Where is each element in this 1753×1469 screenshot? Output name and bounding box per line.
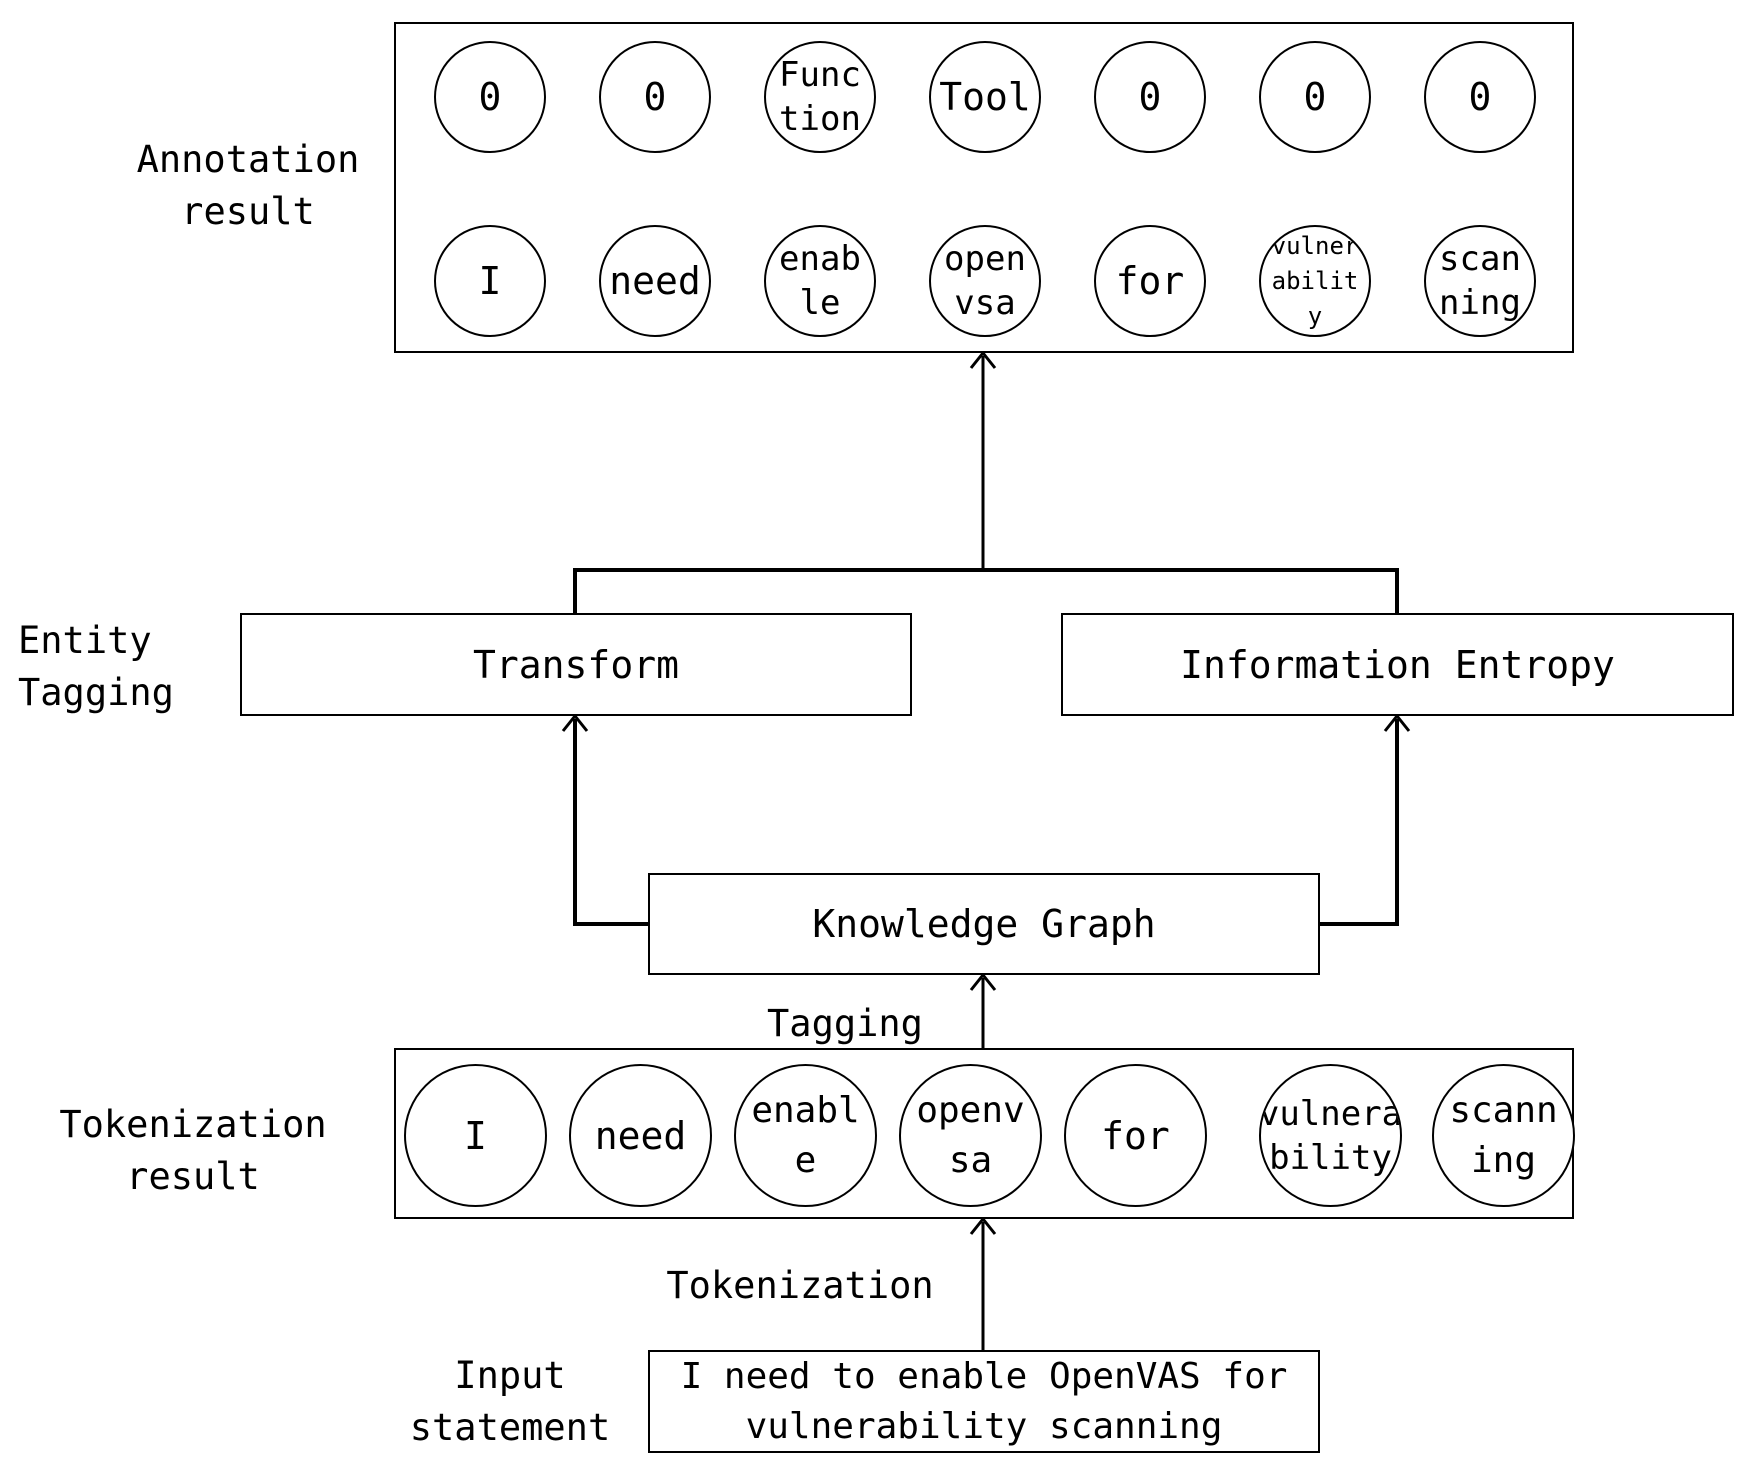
- annotation-word-circle: enab le: [764, 225, 876, 337]
- token-circle: openv sa: [899, 1064, 1042, 1207]
- annotation-word-circle: I: [434, 225, 546, 337]
- tagging-edge-label: Tagging: [767, 1002, 923, 1045]
- annotation-result-label: Annotation result: [136, 138, 360, 233]
- annotation-tag-circle: Func tion: [764, 41, 876, 153]
- kg-to-transform-head: [561, 713, 589, 732]
- token-circle: enabl e: [734, 1064, 877, 1207]
- annotation-tag-circle: 0: [1424, 41, 1536, 153]
- annotation-tag-circle: 0: [434, 41, 546, 153]
- information-entropy-box: Information Entropy: [1061, 613, 1734, 716]
- tagging-arrow-head: [969, 972, 997, 991]
- tokenization-result-label: Tokenization result: [59, 1103, 327, 1198]
- token-circle: for: [1064, 1064, 1207, 1207]
- token-circle: scann ing: [1432, 1064, 1575, 1207]
- annotation-word-circle: open vsa: [929, 225, 1041, 337]
- entity-tagging-label: Entity Tagging: [18, 619, 174, 714]
- transform-box: Transform: [240, 613, 912, 716]
- tokenization-edge-label: Tokenization: [666, 1264, 934, 1307]
- annotation-tag-circle: Tool: [929, 41, 1041, 153]
- annotation-word-circle: need: [599, 225, 711, 337]
- token-circle: I: [404, 1064, 547, 1207]
- annotation-word-circle: scan ning: [1424, 225, 1536, 337]
- annotation-tag-circle: 0: [1259, 41, 1371, 153]
- input-statement-box: I need to enable OpenVAS for vulnerabili…: [648, 1350, 1320, 1453]
- annotation-tag-circle: 0: [599, 41, 711, 153]
- input-statement-text: I need to enable OpenVAS for vulnerabili…: [680, 1355, 1288, 1447]
- input-statement-label: Input statement: [409, 1354, 611, 1449]
- annotation-word-circle: for: [1094, 225, 1206, 337]
- merge-line: [573, 568, 1399, 613]
- annotation-word-circle: vulner abilit y: [1259, 225, 1371, 337]
- knowledge-graph-box: Knowledge Graph: [648, 873, 1320, 975]
- arrow-to-annotation-head: [969, 350, 997, 369]
- kg-to-entropy-line: [1320, 719, 1399, 926]
- token-circle: need: [569, 1064, 712, 1207]
- kg-to-transform-line: [573, 719, 648, 926]
- token-circle: vulnera bility: [1259, 1064, 1402, 1207]
- kg-to-entropy-head: [1383, 713, 1411, 732]
- annotation-tag-circle: 0: [1094, 41, 1206, 153]
- tokenization-arrow-head: [969, 1216, 997, 1235]
